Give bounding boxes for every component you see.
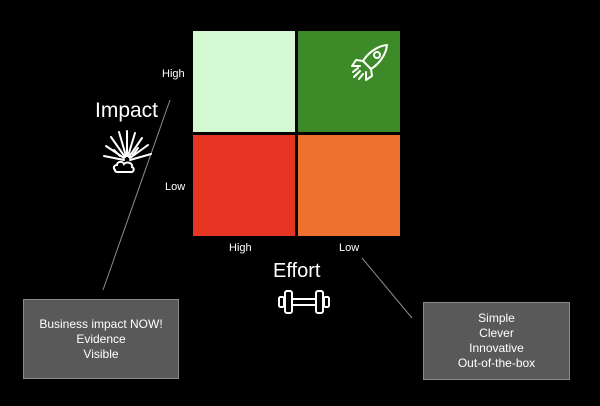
impact-callout-line: Visible [83,346,119,361]
quadrant-high-impact-low-effort [298,31,400,132]
impact-callout-line: Evidence [76,331,126,346]
impact-high-label: High [162,68,185,80]
effort-low-label: Low [339,242,360,254]
quadrant-low-impact-high-effort [193,135,295,236]
effort-callout-box: Simple Clever Innovative Out-of-the-box [423,302,570,380]
impact-connector-line [102,99,171,291]
impact-low-label: Low [165,181,186,193]
effort-callout-line: Out-of-the-box [457,356,536,370]
impact-axis-title: Impact [95,99,159,122]
dumbbell-icon [278,290,330,314]
quadrant-low-impact-low-effort [298,135,400,236]
effort-callout-line: Simple [478,311,515,325]
impact-callout-box: Business impact NOW! Evidence Visible [23,299,179,379]
effort-callout-line: Clever [479,326,514,340]
impact-callout-line: Business impact NOW! [39,316,163,331]
effort-high-label: High [229,242,252,254]
explosion-icon [103,130,152,174]
effort-connector-line [361,257,413,319]
effort-axis-title: Effort [273,260,321,282]
quadrant-high-impact-high-effort [193,31,295,132]
rocket-icon [351,44,388,81]
effort-callout-line: Innovative [469,341,524,355]
